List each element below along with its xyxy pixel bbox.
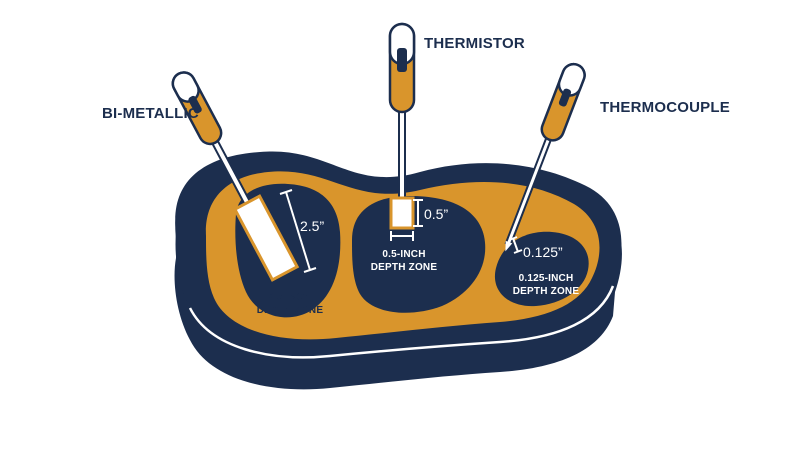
thermocouple-bracket [508, 236, 523, 254]
thermistor-vertical-bracket [413, 199, 423, 227]
bi-metallic-measurement: 2.5” [300, 218, 324, 234]
bi-metallic-label: BI-METALLIC [102, 105, 199, 122]
bi-metallic-sensor [232, 194, 300, 282]
thermistor-measurement: 0.5” [424, 206, 448, 222]
thermistor-label: THERMISTOR [424, 35, 525, 52]
muscle-center [352, 196, 486, 313]
steak-edge-line [188, 285, 615, 359]
thermocouple-zone-line2: DEPTH ZONE [513, 286, 580, 297]
thermistor-sensor [389, 196, 415, 230]
thermocouple-probe: 0.125” THERMOCOUPLE 0.125-INCH DEPTH ZON… [504, 62, 730, 297]
bi-metallic-zone-line2: DEPTH ZONE [257, 305, 324, 316]
thermocouple-label: THERMOCOUPLE [600, 99, 730, 116]
thermocouple-zone-line1: 0.125-INCH [519, 273, 574, 284]
thermocouple-tip [505, 240, 513, 252]
thermistor-zone-line1: 0.5-INCH [382, 249, 425, 260]
steak [174, 151, 622, 390]
thermistor-horizontal-bracket [390, 231, 414, 241]
bi-metallic-bracket [279, 189, 317, 273]
thermocouple-measurement: 0.125” [523, 244, 563, 260]
bi-metallic-zone-line1: 2.5-INCH [268, 292, 311, 303]
thermistor-probe: 0.5” THERMISTOR 0.5-INCH DEPTH ZONE [371, 22, 525, 273]
bi-metallic-probe: 2.5” BI-METALLIC 2.5-INCH DEPTH ZONE [102, 71, 324, 316]
thermistor-zone-line2: DEPTH ZONE [371, 262, 438, 273]
